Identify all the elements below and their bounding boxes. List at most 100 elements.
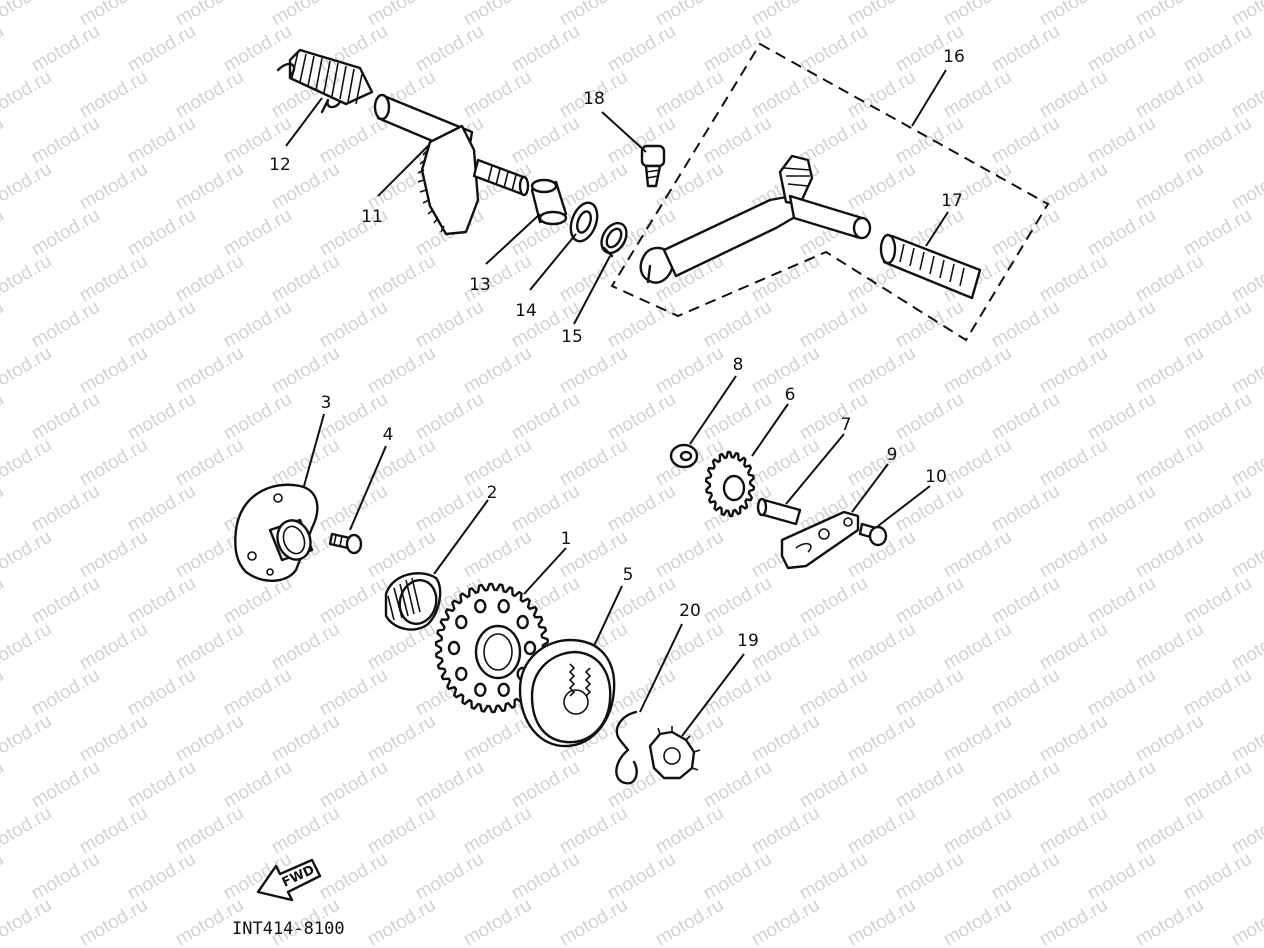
part-4-screw [328, 532, 363, 555]
callout-9: 9 [887, 445, 898, 465]
watermark-text: motod.ru [508, 113, 583, 169]
watermark-text: motod.ru [220, 21, 295, 77]
watermark-text: motod.ru [796, 21, 871, 77]
watermark-text: motod.ru [604, 21, 679, 77]
watermark-text: motod.ru [0, 527, 55, 583]
watermark-text: motod.ru [0, 389, 7, 445]
watermark-text: motod.ru [988, 757, 1063, 813]
watermark-text: motod.ru [0, 67, 55, 123]
watermark-text: motod.ru [1132, 895, 1207, 948]
watermark-text: motod.ru [796, 573, 871, 629]
watermark-text: motod.ru [460, 435, 535, 491]
watermark-text: motod.ru [316, 849, 391, 905]
watermark-text: motod.ru [412, 849, 487, 905]
watermark-text: motod.ru [316, 113, 391, 169]
part-17-grip [879, 233, 982, 300]
leader-lines [285, 69, 949, 737]
watermark-text: motod.ru [988, 21, 1063, 77]
watermark-text: motod.ru [1228, 619, 1264, 675]
watermark-text: motod.ru [844, 435, 919, 491]
watermark-text: motod.ru [988, 849, 1063, 905]
watermark-text: motod.ru [1036, 895, 1111, 948]
watermark-text: motod.ru [748, 619, 823, 675]
watermark-text: motod.ru [1132, 803, 1207, 859]
gear-1-hole [455, 666, 468, 682]
part-3-plate [234, 483, 319, 582]
watermark-text: motod.ru [268, 619, 343, 675]
callout-12: 12 [269, 155, 291, 175]
watermark-text: motod.ru [460, 343, 535, 399]
watermark-text: motod.ru [1036, 343, 1111, 399]
watermark-text: motod.ru [124, 205, 199, 261]
callout-5: 5 [623, 565, 634, 585]
watermark-text: motod.ru [604, 665, 679, 721]
watermark-text: motod.ru [124, 113, 199, 169]
watermark-text: motod.ru [1084, 757, 1159, 813]
watermark-text: motod.ru [1228, 711, 1264, 767]
part-18-bolt [640, 144, 666, 188]
watermark-text: motod.ru [796, 757, 871, 813]
watermark-text: motod.ru [1228, 251, 1264, 307]
watermark-text: motod.ru [124, 665, 199, 721]
part-5-clutch [518, 638, 616, 748]
watermark-text: motod.ru [1132, 435, 1207, 491]
watermark-text: motod.ru [76, 711, 151, 767]
part-13-collar [530, 178, 568, 226]
watermark-text: motod.ru [0, 665, 7, 721]
watermark-text: motod.ru [460, 895, 535, 948]
watermark-text: motod.ru [796, 849, 871, 905]
watermark-text: motod.ru [844, 159, 919, 215]
callout-14: 14 [515, 301, 537, 321]
watermark-text: motod.ru [1132, 711, 1207, 767]
watermark-text: motod.ru [0, 895, 55, 948]
watermark-text: motod.ru [700, 757, 775, 813]
watermark-text: motod.ru [124, 297, 199, 353]
part-8-washer [669, 443, 699, 469]
watermark-text: motod.ru [1084, 849, 1159, 905]
watermark-text: motod.ru [1180, 573, 1255, 629]
watermark-text: motod.ru [988, 297, 1063, 353]
watermark-text: motod.ru [556, 895, 631, 948]
watermark-text: motod.ru [1084, 21, 1159, 77]
watermark-text: motod.ru [1132, 251, 1207, 307]
watermark-text: motod.ru [172, 343, 247, 399]
watermark-text: motod.ru [844, 619, 919, 675]
watermark-text: motod.ru [0, 251, 55, 307]
watermark-text: motod.ru [0, 711, 55, 767]
part-12-spring [276, 48, 374, 114]
watermark-text: motod.ru [1180, 389, 1255, 445]
watermark-text: motod.ru [700, 389, 775, 445]
watermark-text: motod.ru [1228, 895, 1264, 948]
watermark-text: motod.ru [0, 343, 55, 399]
watermark-text: motod.ru [268, 711, 343, 767]
watermark-text: motod.ru [1132, 67, 1207, 123]
watermark-text: motod.ru [28, 21, 103, 77]
watermark-text: motod.ru [28, 297, 103, 353]
watermark-text: motod.ru [28, 757, 103, 813]
watermark-text: motod.ru [892, 573, 967, 629]
watermark-text: motod.ru [220, 389, 295, 445]
watermark-text: motod.ru [604, 481, 679, 537]
callout-2: 2 [487, 483, 498, 503]
watermark-text: motod.ru [1180, 113, 1255, 169]
watermark-text: motod.ru [0, 435, 55, 491]
watermark-text: motod.ru [700, 849, 775, 905]
watermark-text: motod.ru [940, 527, 1015, 583]
part-19-pinion [648, 726, 701, 780]
watermark-text: motod.ru [652, 159, 727, 215]
watermark-text: motod.ru [316, 757, 391, 813]
watermark-text: motod.ru [988, 205, 1063, 261]
watermark-text: motod.ru [0, 205, 7, 261]
gear-1-hole [455, 614, 468, 630]
part-7-pin [756, 497, 802, 526]
watermark-text: motod.ru [652, 527, 727, 583]
watermark-text: motod.ru [1228, 803, 1264, 859]
gear-1-hole [447, 640, 461, 656]
watermark-text: motod.ru [1132, 343, 1207, 399]
watermark-text: motod.ru [76, 803, 151, 859]
watermark-text: motod.ru [1036, 803, 1111, 859]
watermark-text: motod.ru [748, 803, 823, 859]
watermark-text: motod.ru [76, 435, 151, 491]
watermark-text: motod.ru [124, 21, 199, 77]
